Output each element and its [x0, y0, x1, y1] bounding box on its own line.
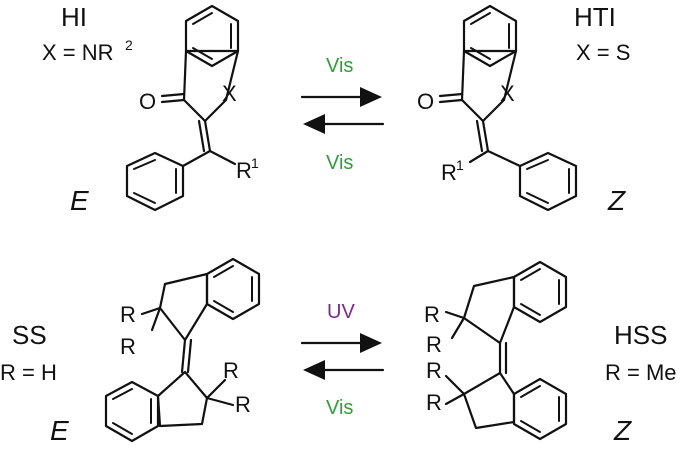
hi-phenyl-ring: [125, 151, 185, 212]
hi-x-label: X: [222, 81, 237, 106]
hti-name: HTI: [574, 2, 616, 32]
ss-r-label-3: R: [223, 358, 239, 383]
hti-x-label: X: [500, 81, 515, 106]
hti-r1-superscript: 1: [456, 157, 464, 173]
ss-substituent: R = H: [0, 360, 57, 385]
hss-stereo-label: Z: [613, 415, 632, 446]
bottom-equilibrium-arrows: [300, 333, 385, 380]
hi-substituent-superscript: 2: [125, 37, 133, 53]
hss-bottom-five-ring: [462, 371, 516, 430]
hti-phenyl-ring: [518, 151, 578, 212]
hti-r1-label: R: [441, 160, 457, 185]
hi-benzo-ring: [184, 4, 240, 68]
hi-oxygen-label: O: [139, 89, 156, 114]
hss-r-label-3: R: [426, 358, 442, 383]
hss-top-five-ring: [462, 275, 516, 345]
ss-stereo-label: E: [50, 415, 69, 446]
top-reverse-label: Vis: [326, 152, 353, 174]
ss-bottom-benzo-ring: [104, 380, 160, 443]
hi-name: HI: [61, 2, 87, 32]
hss-z-structure: R R R R: [424, 260, 568, 441]
ss-r-label-1: R: [120, 302, 136, 327]
bottom-forward-label: UV: [327, 301, 355, 323]
hss-substituent: R = Me: [605, 360, 677, 385]
hi-substituent: X = NR: [42, 40, 114, 65]
hti-benzo-ring: [462, 4, 518, 68]
hss-r-label-2: R: [426, 332, 442, 357]
hti-oxygen-label: O: [417, 89, 434, 114]
ss-name: SS: [12, 320, 47, 350]
hti-stereo-label: Z: [607, 185, 626, 216]
hti-five-ring: [460, 49, 518, 123]
top-equilibrium-arrows: [300, 87, 385, 134]
hi-r1-superscript: 1: [251, 155, 259, 171]
hss-r-label-4: R: [426, 390, 442, 415]
hi-r1-label: R: [236, 158, 252, 183]
ss-bottom-five-ring: [156, 370, 209, 428]
ss-e-structure: R R R R: [104, 257, 261, 443]
hi-five-ring: [182, 49, 240, 123]
top-forward-label: Vis: [326, 55, 353, 77]
ss-top-five-ring: [158, 272, 209, 342]
hti-substituent: X = S: [576, 40, 630, 65]
ss-r-label-2: R: [120, 334, 136, 359]
bottom-reverse-label: Vis: [326, 397, 353, 419]
hss-bottom-benzo-ring: [512, 377, 568, 441]
hi-stereo-label: E: [70, 185, 89, 216]
hss-name: HSS: [614, 320, 667, 350]
hti-z-structure: O X R 1: [417, 4, 578, 212]
hss-r-label-1: R: [424, 302, 440, 327]
hi-e-structure: O X R 1: [125, 4, 259, 212]
ss-r-label-4: R: [235, 392, 251, 417]
